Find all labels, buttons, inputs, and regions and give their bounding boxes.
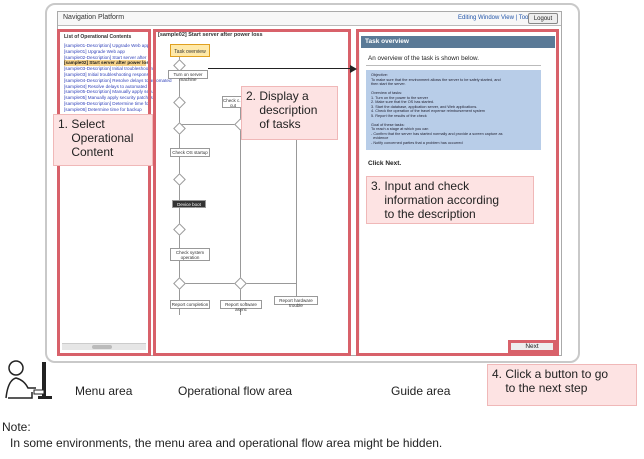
app-title: Navigation Platform: [63, 14, 125, 21]
menu-list: [sample01-Description] Upgrade Web app[s…: [64, 43, 172, 113]
app-header: Navigation Platform Editing Window View …: [58, 12, 561, 26]
menu-item[interactable]: [sample04] Resolve delays to automated J: [64, 83, 151, 89]
menu-item[interactable]: [sample04-Description] Resolve delays to…: [64, 77, 172, 83]
guide-header: Task overview: [361, 36, 555, 48]
guide-divider: [366, 65, 541, 66]
flow-node-check-system[interactable]: Check system operation: [170, 248, 210, 261]
flow-node-check-cut[interactable]: Check c... cut: [222, 96, 244, 108]
flow-node-check-os[interactable]: Check OS startup: [170, 148, 210, 157]
guide-description-text: Objective: To make sure that the environ…: [371, 73, 503, 145]
menu-item[interactable]: [sample06] Determine time for backup: [64, 106, 142, 112]
callout-display-description: 2. Display a description of tasks: [241, 86, 338, 140]
operator-at-computer-icon: [5, 360, 52, 399]
flow-node-task-overview[interactable]: Task overview: [170, 44, 210, 57]
menu-item[interactable]: [sample01-Description] Upgrade Web app: [64, 43, 150, 48]
next-button[interactable]: Next: [508, 340, 556, 353]
header-links[interactable]: Editing Window View | Tools▾: [458, 15, 536, 21]
guide-area-highlight: [356, 29, 559, 356]
menu-scrollbar-thumb[interactable]: [92, 345, 112, 349]
flow-node-report-completion[interactable]: Report completion: [170, 300, 210, 309]
callout-select-content: 1. Select Operational Content: [53, 114, 153, 166]
logout-button[interactable]: Logout: [528, 13, 558, 24]
menu-scrollbar[interactable]: [62, 343, 146, 350]
menu-item[interactable]: [sample02] Start server after power loss: [64, 60, 152, 67]
guide-summary: An overview of the task is shown below.: [368, 55, 479, 62]
flow-header: [sample02] Start server after power loss: [158, 32, 263, 38]
guide-header-label: Task overview: [365, 38, 409, 45]
flow-node-dark[interactable]: Device boot started: [172, 200, 206, 212]
menu-area-highlight: [57, 29, 151, 356]
menu-item[interactable]: [sample02-Description] Start server afte…: [64, 54, 151, 60]
flow-area-highlight: [153, 29, 351, 356]
menu-item[interactable]: [sample03-Description] Initial troublesh…: [64, 66, 156, 72]
pointer-arrow-line: [208, 68, 350, 69]
pointer-arrow-head: [350, 65, 357, 73]
menu-title: List of Operational Contents: [64, 34, 132, 40]
menu-area: List of Operational Contents [sample01-D…: [62, 34, 172, 342]
flow-node-report-hardware[interactable]: Report hardware trouble: [274, 296, 318, 308]
menu-area-label: Menu area: [75, 384, 133, 398]
flow-connector: [240, 100, 241, 315]
menu-item[interactable]: [sample03] Initial troubleshooting respo…: [64, 71, 152, 77]
guide-area-label: Guide area: [391, 384, 451, 398]
flow-connector: [179, 57, 180, 315]
flow-node-turn-on[interactable]: Turn on server machine: [168, 70, 208, 82]
callout-input-check: 3. Input and check information according…: [366, 176, 534, 224]
guide-instruction: Click Next.: [368, 160, 402, 167]
flow-node-report-software[interactable]: Report software async: [220, 300, 262, 312]
menu-item[interactable]: [sample05] Manually apply security patch…: [64, 95, 153, 101]
menu-item[interactable]: [sample05-Description] Manually apply se…: [64, 89, 154, 95]
callout-next-step: 4. Click a button to go to the next step: [487, 364, 637, 406]
menu-item[interactable]: [sample01] Upgrade Web app: [64, 48, 125, 54]
note-text: In some environments, the menu area and …: [10, 436, 443, 450]
note-title: Note:: [2, 420, 31, 434]
flow-connector: [296, 120, 297, 300]
menu-item[interactable]: [sample06-Description] Determine time fo: [64, 100, 149, 106]
flow-area-label: Operational flow area: [178, 384, 293, 398]
guide-description-box: Objective: To make sure that the environ…: [366, 70, 541, 150]
